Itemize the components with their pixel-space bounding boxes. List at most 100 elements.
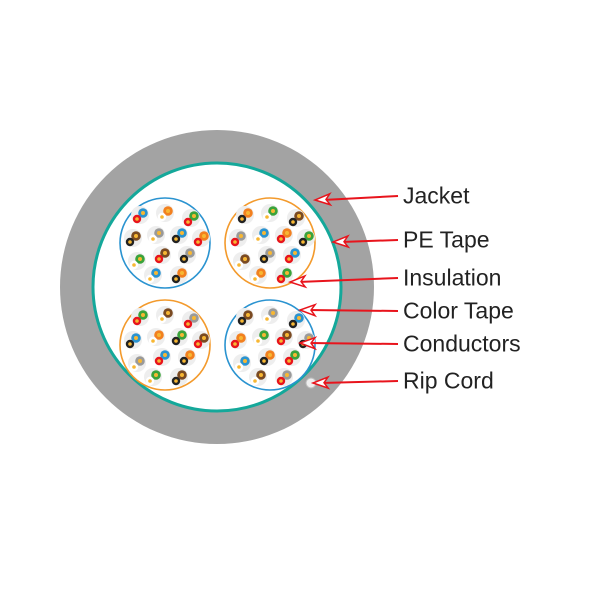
- conductor-core: [166, 209, 170, 213]
- pe-tape-arrow: [330, 234, 399, 249]
- conductor-core: [157, 257, 161, 261]
- color-tape-arrow: [297, 303, 399, 318]
- twisted-pair: [144, 368, 162, 386]
- conductor-core: [182, 257, 186, 261]
- conductor-core: [237, 365, 241, 369]
- twisted-pair: [170, 328, 188, 346]
- conductor-core: [192, 316, 196, 320]
- twisted-pair: [275, 226, 293, 244]
- conductor-core: [134, 336, 138, 340]
- conductor-core: [138, 359, 142, 363]
- conductor-core: [166, 311, 170, 315]
- conductor-core: [259, 373, 263, 377]
- twisted-pair: [153, 348, 171, 366]
- conductor-core: [239, 234, 243, 238]
- conductor-core: [297, 316, 301, 320]
- conductor-core: [196, 240, 200, 244]
- twisted-pair: [236, 206, 254, 224]
- conductor-core: [154, 373, 158, 377]
- insulation-label: Insulation: [403, 264, 502, 291]
- conductor-core: [157, 333, 161, 337]
- conductor-core: [239, 336, 243, 340]
- rip-cord-arrow: [310, 375, 399, 390]
- conductor-core: [163, 353, 167, 357]
- conductor-core: [285, 373, 289, 377]
- conductor-core: [271, 311, 275, 315]
- conductor-core: [157, 231, 161, 235]
- conductor-core: [262, 257, 266, 261]
- twisted-pair: [287, 311, 305, 329]
- conductor-core: [148, 379, 152, 383]
- conductors-label: Conductors: [403, 330, 521, 357]
- conductor-core: [196, 342, 200, 346]
- conductors-arrow: [297, 336, 399, 351]
- twisted-pair: [275, 266, 293, 284]
- twisted-pair: [192, 229, 210, 247]
- twisted-pair: [144, 266, 162, 284]
- conductor-core: [148, 277, 152, 281]
- conductor-core: [180, 373, 184, 377]
- conductor-core: [180, 271, 184, 275]
- rip-cord-label: Rip Cord: [403, 367, 494, 394]
- conductor-core: [151, 339, 155, 343]
- conductor-core: [182, 359, 186, 363]
- twisted-pair: [170, 368, 188, 386]
- twisted-pair: [178, 246, 196, 264]
- conductor-core: [188, 353, 192, 357]
- conductor-core: [246, 211, 250, 215]
- conductor-core: [301, 240, 305, 244]
- conductor-core: [256, 339, 260, 343]
- conductor-core: [307, 234, 311, 238]
- conductor-core: [291, 322, 295, 326]
- conductor-core: [157, 359, 161, 363]
- twisted-pair: [192, 331, 210, 349]
- twisted-pair: [182, 311, 200, 329]
- conductor-core: [151, 237, 155, 241]
- conductor-core: [265, 317, 269, 321]
- conductor-core: [237, 263, 241, 267]
- twisted-pair: [124, 331, 142, 349]
- conductor-core: [279, 339, 283, 343]
- twisted-pair: [170, 226, 188, 244]
- conductor-core: [240, 217, 244, 221]
- twisted-pair: [252, 328, 270, 346]
- conductor-core: [243, 359, 247, 363]
- conductor-core: [186, 322, 190, 326]
- conductor-core: [233, 240, 237, 244]
- conductor-core: [268, 251, 272, 255]
- conductor-core: [268, 353, 272, 357]
- conductor-core: [253, 379, 257, 383]
- twisted-pair: [283, 348, 301, 366]
- conductor-core: [160, 317, 164, 321]
- conductor-core: [240, 319, 244, 323]
- conductor-core: [291, 220, 295, 224]
- conductor-core: [186, 220, 190, 224]
- twisted-pair: [249, 368, 267, 386]
- conductor-core: [174, 379, 178, 383]
- conductor-core: [287, 257, 291, 261]
- twisted-pair: [229, 331, 247, 349]
- bundle-top-left: [119, 197, 211, 289]
- pe-tape-label: PE Tape: [403, 226, 490, 253]
- twisted-pair: [252, 226, 270, 244]
- conductor-core: [279, 379, 283, 383]
- color-tape-label: Color Tape: [403, 297, 514, 324]
- conductor-core: [262, 359, 266, 363]
- conductor-core: [141, 211, 145, 215]
- conductor-core: [160, 215, 164, 219]
- twisted-pair: [261, 306, 279, 324]
- bundle-bottom-right: [224, 299, 316, 391]
- conductor-core: [285, 271, 289, 275]
- conductor-core: [253, 277, 257, 281]
- conductor-core: [174, 339, 178, 343]
- twisted-pair: [128, 354, 146, 372]
- twisted-pair: [283, 246, 301, 264]
- conductor-core: [188, 251, 192, 255]
- twisted-pair: [258, 246, 276, 264]
- jacket-arrow: [312, 192, 399, 207]
- conductor-core: [135, 217, 139, 221]
- conductor-core: [154, 271, 158, 275]
- conductor-core: [293, 251, 297, 255]
